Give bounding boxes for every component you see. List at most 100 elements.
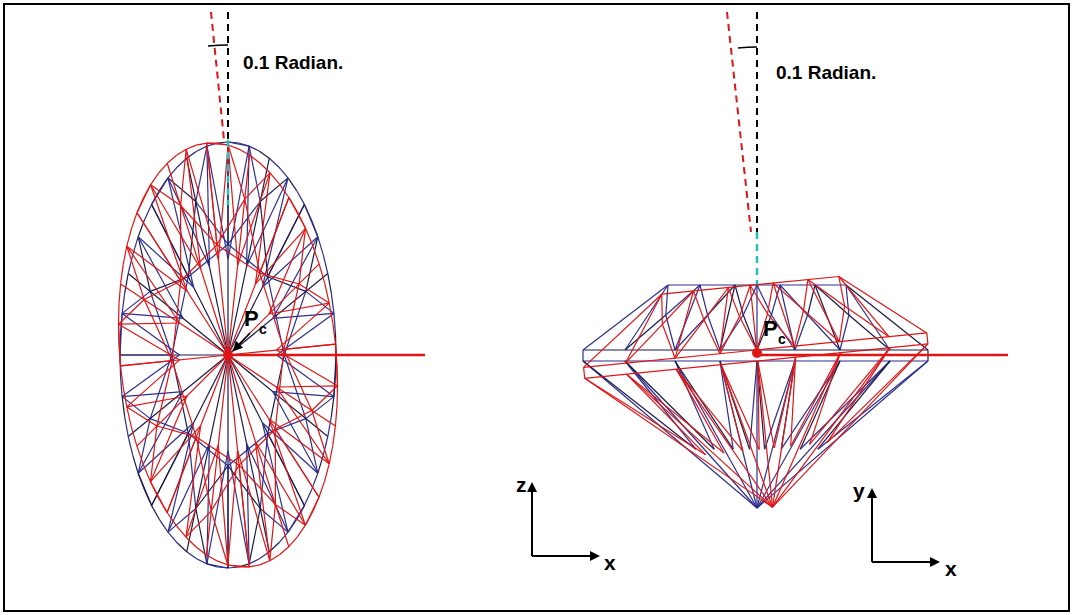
facet-edge (127, 396, 187, 407)
facet-edge (196, 143, 206, 145)
vertical-axis (227, 12, 229, 140)
facet-edge (625, 361, 757, 508)
facet-edge (276, 386, 337, 387)
side-view-wireframe (583, 285, 928, 508)
facet-edge (228, 142, 249, 146)
facet-edge (773, 348, 891, 508)
facet-edge (336, 344, 338, 386)
facet-edge (288, 178, 297, 190)
facet-edge (131, 213, 137, 229)
angle-arc (738, 47, 757, 48)
facet-edge (721, 365, 743, 451)
facet-edge (839, 306, 844, 342)
facet-edge (584, 294, 662, 367)
facet-edge (277, 355, 334, 397)
facet-edge (676, 369, 724, 453)
facet-edge (120, 313, 122, 355)
facet-edge (582, 350, 583, 361)
facet-edge (151, 396, 188, 482)
facet-edge (720, 361, 757, 508)
facet-edge (127, 407, 157, 426)
facet-edge (319, 481, 325, 497)
facet-edge (750, 285, 757, 350)
facet-edge (627, 374, 706, 455)
facet-edge (273, 313, 334, 318)
facet-edge (262, 423, 317, 474)
facet-edge (119, 300, 145, 325)
facet-edge (260, 273, 299, 284)
facet-edge (666, 285, 668, 315)
facet-edge (297, 525, 305, 537)
facet-edge (280, 547, 289, 555)
facet-edge (791, 353, 841, 447)
axis-segment (756, 232, 759, 284)
x-axis-arrow (872, 561, 938, 563)
facet-edge (260, 433, 268, 508)
rotated-axis (727, 12, 751, 232)
facet-edge (144, 281, 181, 300)
x-reference-line (757, 354, 1008, 357)
facet-edge (336, 386, 338, 406)
facet-edge (228, 451, 249, 564)
axis-label: z (516, 474, 527, 495)
facet-edge (675, 320, 704, 358)
facet-edge (133, 455, 138, 473)
frame (4, 4, 1069, 611)
facet-edge (333, 324, 336, 345)
facet-edge (177, 149, 187, 155)
facet-edge (239, 149, 250, 155)
facet-edge (721, 365, 759, 450)
facet-edge (228, 355, 335, 426)
facet-edge (827, 348, 890, 443)
facet-edge (927, 333, 928, 344)
facet-edge (152, 506, 160, 520)
facet-edge (255, 228, 305, 284)
facet-edge (181, 149, 187, 205)
facet-edge (137, 446, 143, 464)
facet-edge (758, 361, 774, 448)
facet-edge (151, 482, 168, 513)
facet-edge (280, 184, 289, 197)
vertical-axis (756, 12, 758, 232)
facet-edge (127, 246, 180, 323)
facet-edge (774, 357, 795, 448)
facet-edge (151, 426, 201, 482)
facet-edge (137, 185, 151, 213)
facet-edge (121, 366, 124, 387)
facet-edge (188, 202, 196, 277)
facet-edge (151, 185, 187, 291)
facet-edge (279, 167, 288, 178)
facet-edge (122, 392, 183, 397)
facet-edge (329, 303, 333, 323)
facet-edge (186, 426, 201, 537)
point-subscript: c (778, 332, 786, 346)
facet-edge (313, 246, 319, 264)
facet-edge (740, 285, 751, 316)
facet-edge (694, 291, 705, 320)
facet-edge (808, 280, 839, 342)
facet-edge (122, 313, 179, 355)
side-view-rotated-wireframe (584, 277, 928, 508)
facet-edge (137, 213, 228, 355)
facet-edge (181, 206, 217, 245)
facet-edge (269, 419, 329, 464)
facet-edge (186, 149, 218, 259)
facet-edge (207, 143, 228, 145)
facet-edge (120, 354, 228, 355)
facet-edge (137, 355, 228, 446)
facet-edge (329, 445, 333, 463)
facet-edge (157, 361, 172, 426)
facet-edge (128, 355, 228, 437)
facet-edge (625, 294, 661, 363)
x-reference-line (228, 354, 425, 357)
axis-label: y (853, 480, 865, 501)
facet-edge (228, 355, 319, 497)
facet-edge (121, 265, 124, 284)
facet-edge (270, 505, 276, 561)
facet-edge (319, 264, 325, 283)
facet-edge (773, 353, 841, 508)
facet-edge (228, 198, 289, 356)
facet-edge (795, 310, 804, 346)
z-axis-arrow (531, 484, 533, 556)
facet-edge (810, 353, 841, 445)
